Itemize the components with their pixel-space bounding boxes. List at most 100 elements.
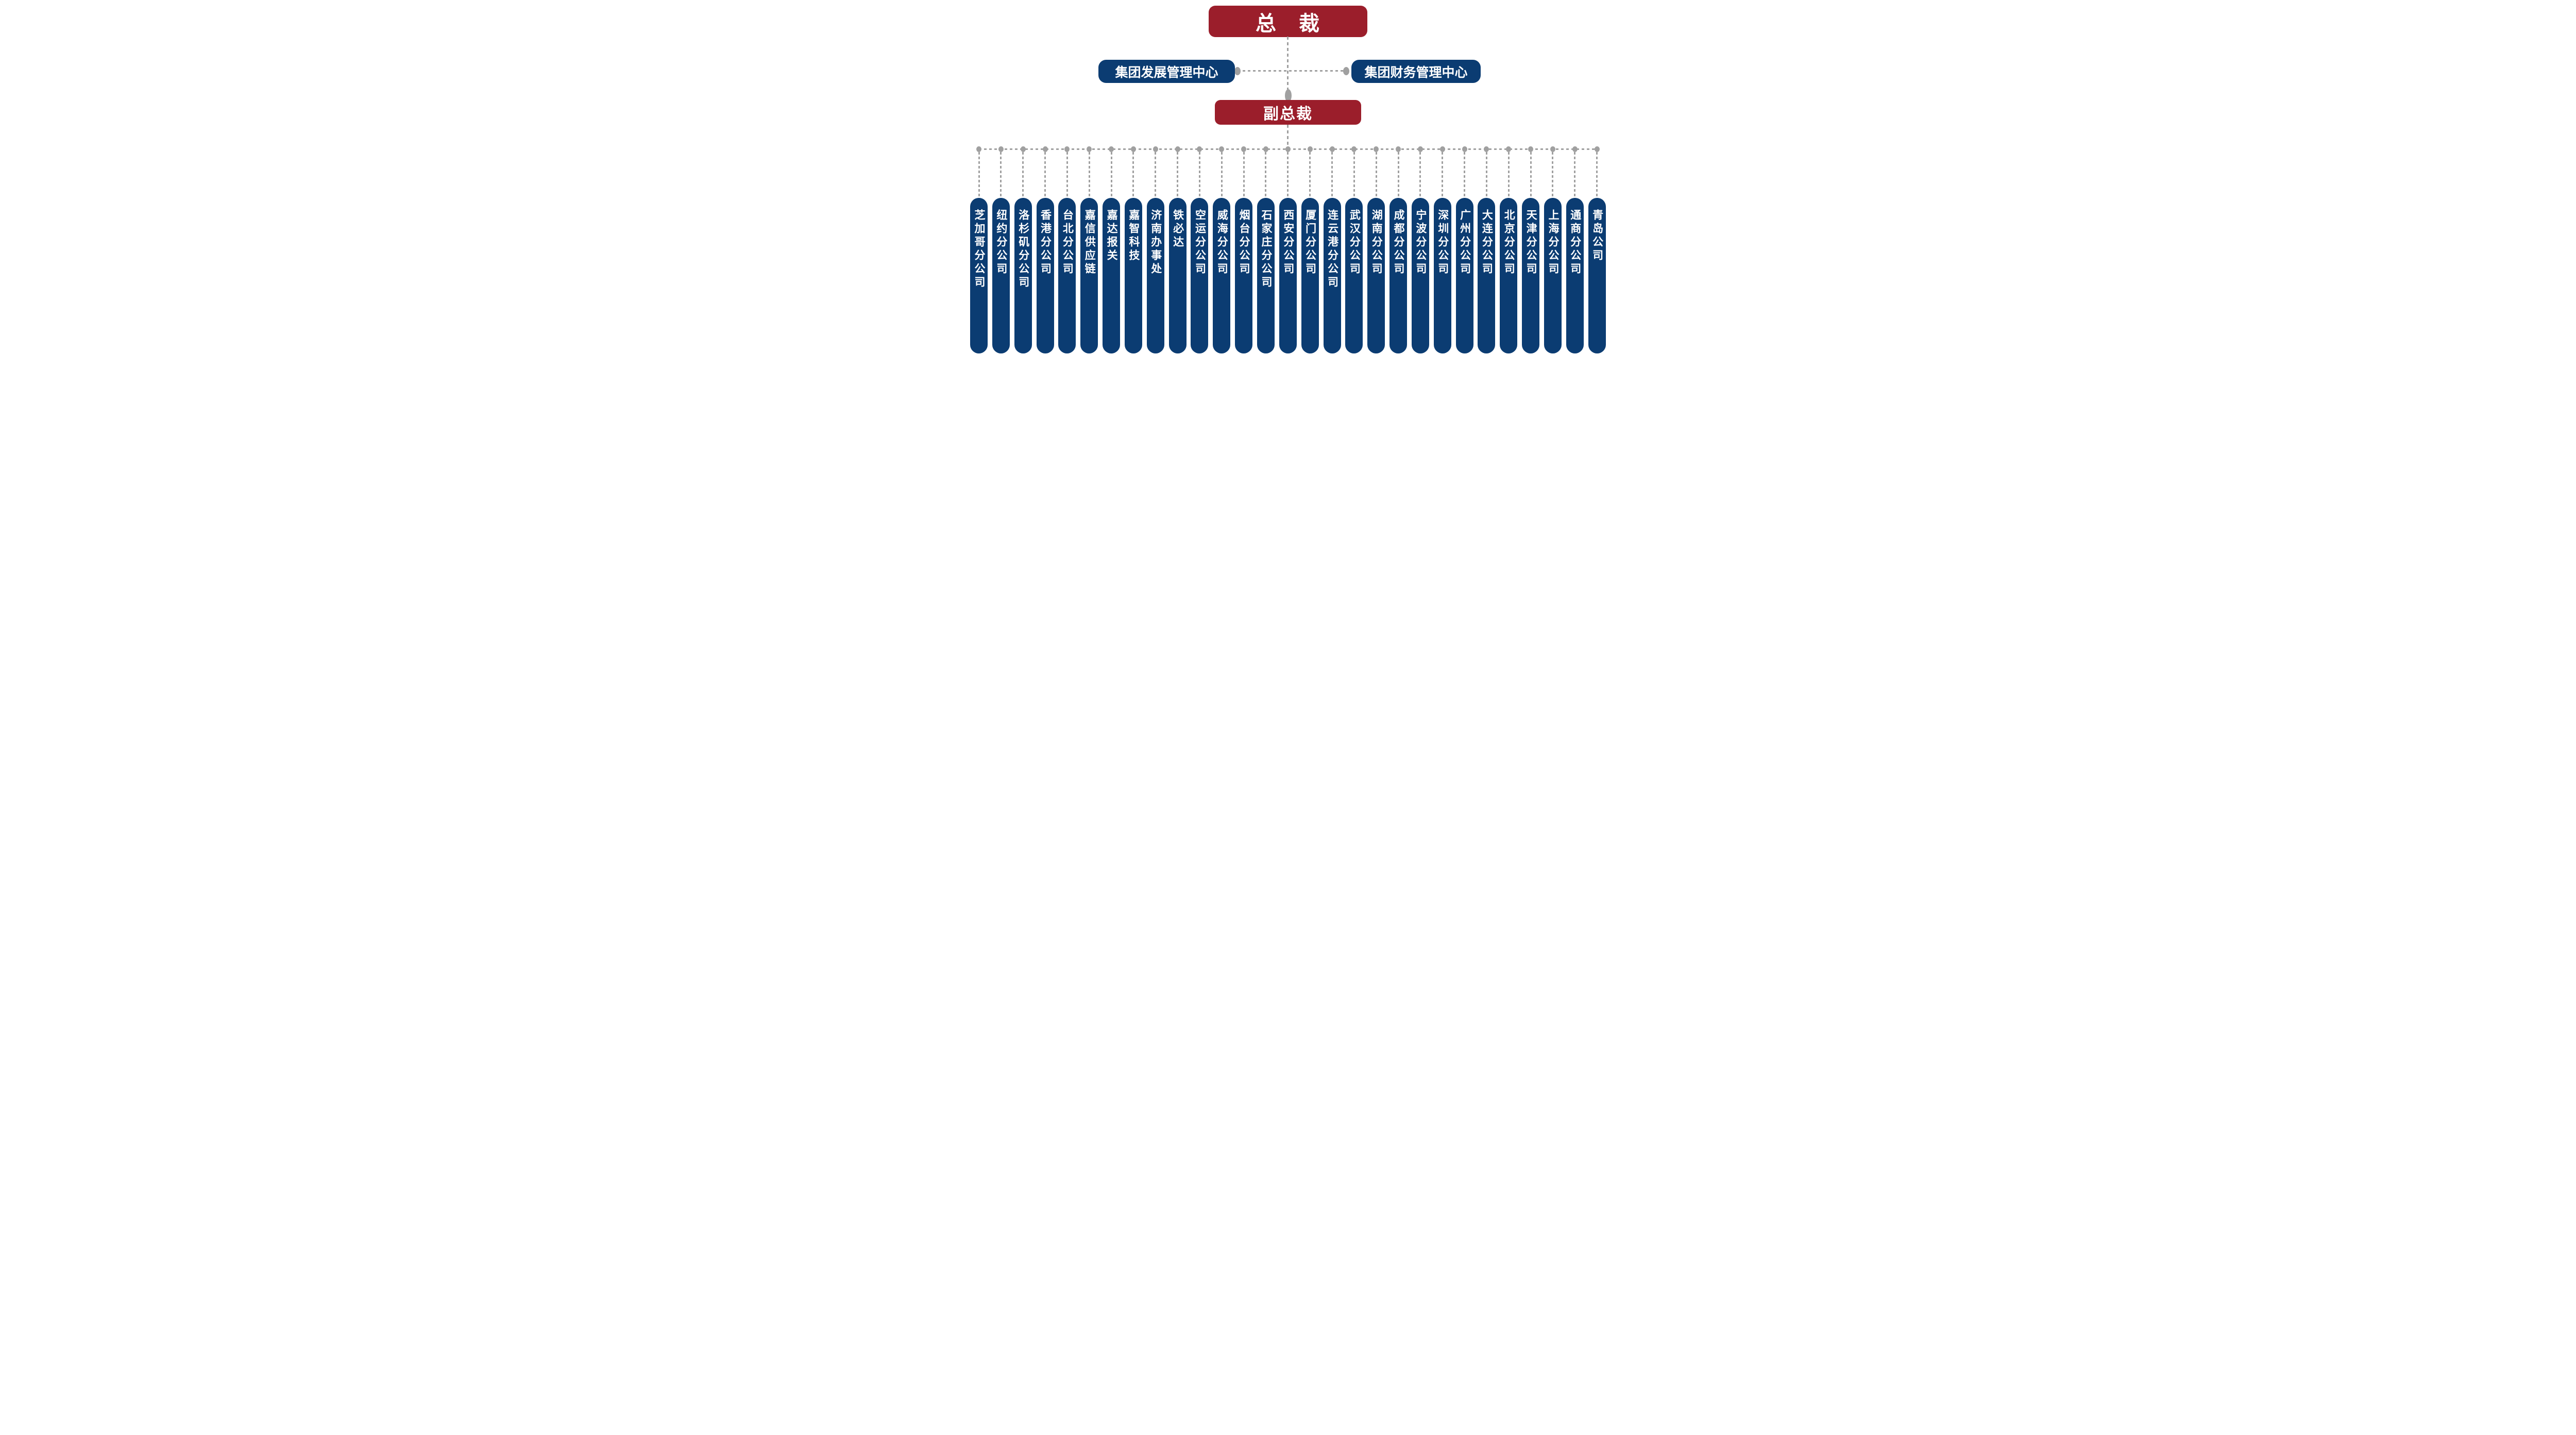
connector-dot [1329, 146, 1335, 152]
branch-column: 济南办事处 [1146, 145, 1164, 353]
connector-dot [1130, 146, 1136, 152]
connector-vertical-line [1574, 152, 1576, 198]
branch-label: 嘉达报关 [1106, 209, 1118, 263]
branch-column: 大连分公司 [1478, 145, 1496, 353]
branch-label: 芝加哥分公司 [973, 209, 985, 290]
connector-vertical-line [1596, 152, 1598, 198]
branch-pill: 深圳分公司 [1433, 198, 1451, 353]
branch-column: 天津分公司 [1522, 145, 1540, 353]
connector-dot [1109, 146, 1114, 152]
connector-vertical-line [1177, 152, 1179, 198]
branch-label: 大连分公司 [1481, 209, 1493, 276]
branch-pill: 北京分公司 [1500, 198, 1518, 353]
branch-column: 北京分公司 [1500, 145, 1518, 353]
connector-vertical-line [1066, 152, 1068, 198]
branch-label: 嘉智科技 [1127, 209, 1140, 263]
connector-vertical-line [1287, 152, 1289, 198]
branch-column: 青岛公司 [1588, 145, 1606, 353]
branch-column: 洛杉矶分公司 [1014, 145, 1032, 353]
connector-dot [998, 146, 1004, 152]
connector-vertical-line [1507, 152, 1510, 198]
connector-vertical-line [1265, 152, 1267, 198]
connector-vertical-line [1530, 152, 1532, 198]
connector-dot [1528, 146, 1534, 152]
branch-label: 烟台分公司 [1238, 209, 1250, 276]
connector-vertical-line [1110, 152, 1112, 198]
branch-column: 嘉信供应链 [1080, 145, 1098, 353]
vice-president-box: 副总裁 [1215, 100, 1361, 125]
connector-vertical-line [1000, 152, 1002, 198]
connector-dot [1241, 146, 1247, 152]
branch-label: 宁波分公司 [1414, 209, 1427, 276]
development-center-box: 集团发展管理中心 [1098, 60, 1235, 83]
development-center-label: 集团发展管理中心 [1115, 65, 1218, 80]
connector-vertical-line [1353, 152, 1355, 198]
branch-column: 烟台分公司 [1235, 145, 1253, 353]
branch-label: 台北分公司 [1061, 209, 1074, 276]
branch-pill: 西安分公司 [1279, 198, 1297, 353]
connector-dot [1307, 146, 1313, 152]
branch-pill: 纽约分公司 [992, 198, 1010, 353]
centers-connector-line [1238, 70, 1346, 72]
branch-pill: 厦门分公司 [1301, 198, 1319, 353]
connector-dot [1042, 146, 1048, 152]
connector-dot [1550, 146, 1555, 152]
branch-label: 洛杉矶分公司 [1017, 209, 1029, 290]
branch-pill: 芝加哥分公司 [970, 198, 988, 353]
connector-dot [1417, 146, 1423, 152]
branch-column: 纽约分公司 [992, 145, 1010, 353]
connector-dot [1351, 146, 1357, 152]
branch-label: 威海分公司 [1216, 209, 1228, 276]
vp-to-branches-connector-line [1287, 125, 1289, 149]
connector-vertical-line [1088, 152, 1090, 198]
branch-pill: 济南办事处 [1146, 198, 1164, 353]
branch-label: 连云港分公司 [1326, 209, 1338, 290]
branch-pill: 大连分公司 [1478, 198, 1496, 353]
branch-column: 广州分公司 [1455, 145, 1473, 353]
connector-vertical-line [1331, 152, 1333, 198]
branch-column: 铁必达 [1168, 145, 1187, 353]
org-chart: 总 裁 集团发展管理中心 集团财务管理中心 副总裁 芝加哥分公司纽约分公司洛杉矶… [966, 0, 1610, 359]
connector-vertical-line [1375, 152, 1377, 198]
branch-label: 纽约分公司 [995, 209, 1007, 276]
branch-column: 成都分公司 [1389, 145, 1408, 353]
branch-label: 武汉分公司 [1348, 209, 1361, 276]
branch-label: 西安分公司 [1282, 209, 1294, 276]
connector-dot [1087, 146, 1092, 152]
branch-pill: 嘉达报关 [1103, 198, 1121, 353]
connector-dot [1064, 146, 1070, 152]
branch-pill: 广州分公司 [1455, 198, 1473, 353]
branch-pill: 烟台分公司 [1235, 198, 1253, 353]
connector-dot [1506, 146, 1512, 152]
vice-president-label: 副总裁 [1263, 106, 1313, 123]
connector-dot [1219, 146, 1225, 152]
connector-vertical-line [1464, 152, 1466, 198]
connector-vertical-line [1243, 152, 1245, 198]
branch-column: 嘉达报关 [1103, 145, 1121, 353]
connector-dot [1439, 146, 1445, 152]
branch-label: 上海分公司 [1547, 209, 1559, 276]
president-to-vp-connector-line [1287, 37, 1289, 95]
connector-vertical-line [1155, 152, 1157, 198]
connector-vertical-line [1309, 152, 1311, 198]
branch-column: 湖南分公司 [1367, 145, 1385, 353]
branch-pill: 石家庄分公司 [1257, 198, 1275, 353]
branch-pill: 通商分公司 [1566, 198, 1584, 353]
branch-column: 连云港分公司 [1323, 145, 1341, 353]
branch-pill: 成都分公司 [1389, 198, 1408, 353]
finance-center-label: 集团财务管理中心 [1364, 65, 1468, 80]
branch-column: 嘉智科技 [1124, 145, 1142, 353]
branch-column: 西安分公司 [1279, 145, 1297, 353]
branch-column: 厦门分公司 [1301, 145, 1319, 353]
branch-label: 空运分公司 [1194, 209, 1206, 276]
connector-vertical-line [1552, 152, 1554, 198]
connector-dot [1263, 146, 1268, 152]
branch-pill: 洛杉矶分公司 [1014, 198, 1032, 353]
connector-vertical-line [1397, 152, 1399, 198]
branch-label: 通商分公司 [1569, 209, 1581, 276]
branch-label: 天津分公司 [1525, 209, 1537, 276]
branch-label: 石家庄分公司 [1260, 209, 1272, 290]
branch-label: 香港分公司 [1039, 209, 1052, 276]
branch-pill: 湖南分公司 [1367, 198, 1385, 353]
branch-label: 嘉信供应链 [1083, 209, 1096, 276]
